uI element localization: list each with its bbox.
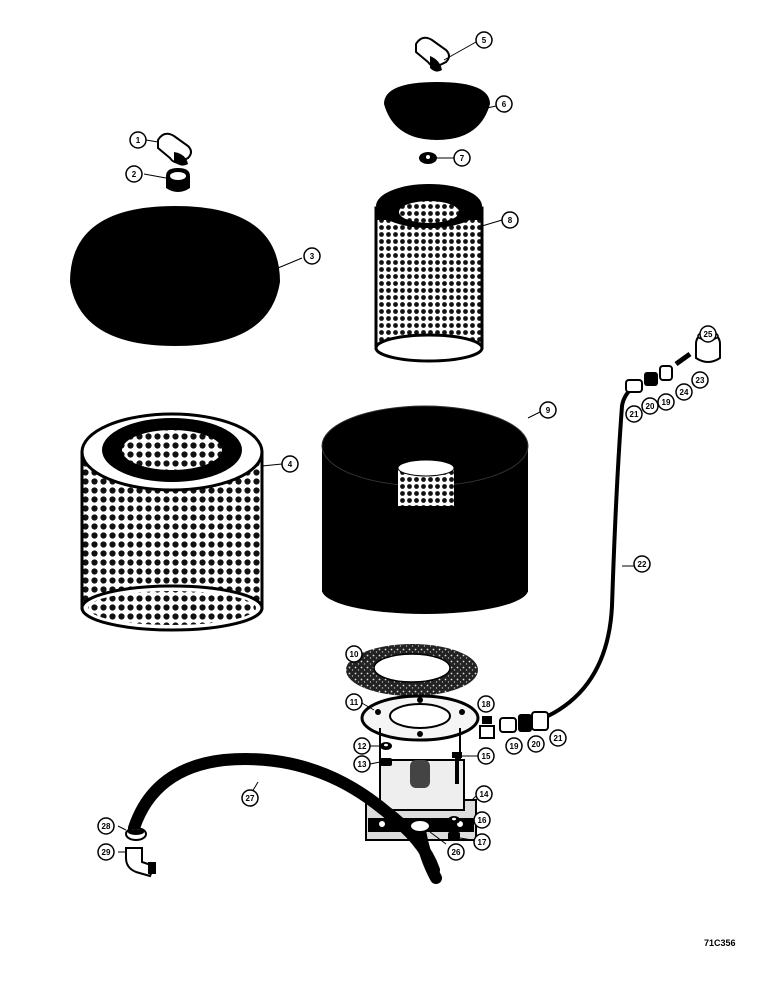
callout-number-13: 13 xyxy=(358,760,367,769)
part-cover xyxy=(384,82,497,140)
callout-number-9: 9 xyxy=(546,406,551,415)
callout-bubble-7 xyxy=(453,149,471,167)
part-hose-clamp xyxy=(409,819,447,845)
part-grommet xyxy=(419,152,455,164)
callout-bubble-21 xyxy=(549,729,567,747)
callout-bubble-21 xyxy=(625,405,643,423)
callout-bubble-20 xyxy=(527,735,545,753)
part-mounting-base xyxy=(359,694,480,841)
callout-number-15: 15 xyxy=(482,752,491,761)
callout-bubble-19 xyxy=(505,737,523,755)
callout-number-10: 10 xyxy=(350,650,359,659)
callout-bubble-16 xyxy=(473,811,491,829)
callout-bubble-14 xyxy=(475,785,493,803)
callout-number-27: 27 xyxy=(246,794,255,803)
callout-number-22: 22 xyxy=(638,560,647,569)
figure-reference-code: 71C356 xyxy=(704,938,736,948)
callout-bubble-6 xyxy=(495,95,513,113)
callout-bubble-15 xyxy=(477,747,495,765)
part-lock-washer-left xyxy=(370,742,392,750)
callout-bubble-23 xyxy=(691,371,709,389)
callout-bubble-18 xyxy=(477,695,495,713)
callout-number-20: 20 xyxy=(532,740,541,749)
callout-bubble-3 xyxy=(303,247,321,265)
callout-number-18: 18 xyxy=(482,700,491,709)
callout-number-12: 12 xyxy=(358,742,367,751)
part-wing-nut-left xyxy=(145,132,192,166)
callout-number-26: 26 xyxy=(452,848,461,857)
part-large-cover xyxy=(70,206,303,346)
part-cap xyxy=(117,825,147,841)
callout-bubble-27 xyxy=(241,789,259,807)
callout-bubble-20 xyxy=(641,397,659,415)
callout-number-14: 14 xyxy=(480,790,489,799)
callout-bubble-5 xyxy=(475,31,493,49)
callout-number-11: 11 xyxy=(350,698,359,707)
callout-number-6: 6 xyxy=(502,100,507,109)
part-small-filter-element xyxy=(374,184,503,363)
callout-number-4: 4 xyxy=(288,460,293,469)
callout-bubble-28 xyxy=(97,817,115,835)
part-lower-fittings xyxy=(479,711,549,739)
callout-bubble-11 xyxy=(345,693,363,711)
callout-bubble-9 xyxy=(539,401,557,419)
callout-number-20: 20 xyxy=(646,402,655,411)
callout-number-19: 19 xyxy=(510,742,519,751)
part-lock-washer-right xyxy=(448,816,472,824)
callout-bubble-1 xyxy=(129,131,147,149)
callout-number-2: 2 xyxy=(132,170,137,179)
callout-bubble-12 xyxy=(353,737,371,755)
part-bushing xyxy=(143,168,190,192)
callout-number-17: 17 xyxy=(478,838,487,847)
callout-number-21: 21 xyxy=(554,734,563,743)
callout-number-25: 25 xyxy=(704,330,713,339)
callout-bubble-19 xyxy=(657,393,675,411)
part-nut-right xyxy=(448,832,473,841)
callout-number-23: 23 xyxy=(696,376,705,385)
callout-bubble-4 xyxy=(281,455,299,473)
callout-bubble-13 xyxy=(353,755,371,773)
callout-number-7: 7 xyxy=(460,154,465,163)
callout-number-21: 21 xyxy=(630,410,639,419)
callout-number-3: 3 xyxy=(310,252,315,261)
callout-bubble-25 xyxy=(699,325,717,343)
part-precleaner-housing xyxy=(321,405,541,614)
part-base-gasket xyxy=(471,795,477,801)
callout-bubble-22 xyxy=(633,555,651,573)
part-tube-line xyxy=(547,380,642,718)
part-elbow xyxy=(118,847,156,878)
callout-bubble-26 xyxy=(447,843,465,861)
part-wing-nut-top xyxy=(415,36,477,72)
callout-number-5: 5 xyxy=(482,36,487,45)
callout-number-1: 1 xyxy=(136,136,141,145)
callout-number-16: 16 xyxy=(478,816,487,825)
callout-bubble-17 xyxy=(473,833,491,851)
callout-bubble-10 xyxy=(345,645,363,663)
callout-number-19: 19 xyxy=(662,398,671,407)
part-gasket xyxy=(346,644,478,696)
callout-bubble-24 xyxy=(675,383,693,401)
callout-bubble-8 xyxy=(501,211,519,229)
callout-bubble-29 xyxy=(97,843,115,861)
callout-number-29: 29 xyxy=(102,848,111,857)
callout-number-24: 24 xyxy=(680,388,689,397)
callout-number-8: 8 xyxy=(508,216,513,225)
part-nut-left xyxy=(369,758,392,766)
callout-number-28: 28 xyxy=(102,822,111,831)
part-large-filter-element xyxy=(80,412,283,632)
callout-bubble-2 xyxy=(125,165,143,183)
part-bolt xyxy=(452,752,478,784)
